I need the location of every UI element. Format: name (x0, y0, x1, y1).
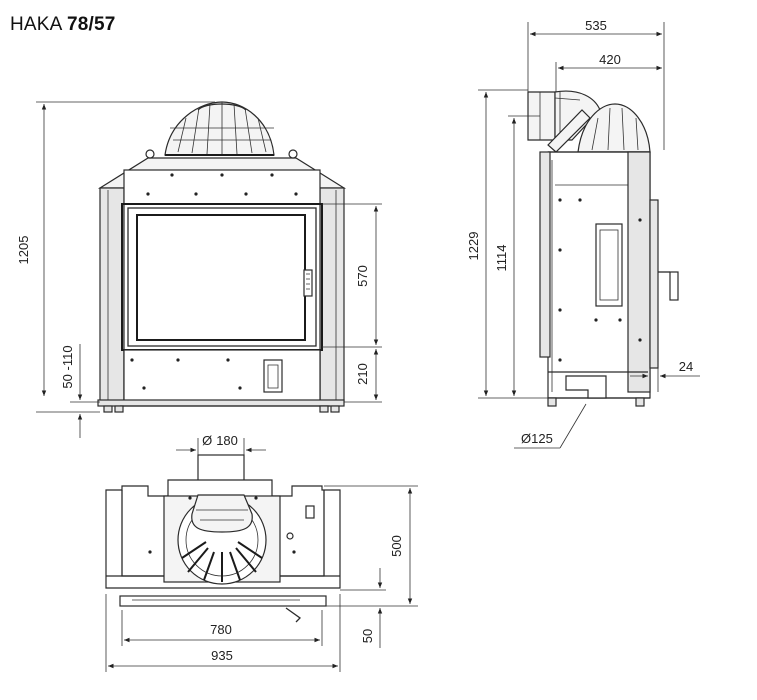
front-rivets (130, 173, 298, 390)
dim-total-width: 935 (211, 648, 233, 663)
dim-air-inlet-value: 125 (531, 431, 553, 446)
front-side-left (99, 187, 125, 403)
side-handle[interactable] (669, 271, 679, 301)
top-dimensions: Ø 180 500 50 780 935 (105, 433, 418, 672)
lift-lug-right (288, 149, 298, 159)
dim-flue-diameter: Ø 180 (202, 433, 238, 448)
dim-door-projection: 24 (679, 359, 693, 374)
top-view: Ø 180 500 50 780 935 (105, 433, 418, 672)
dim-leg-range: 50 -110 (60, 345, 75, 388)
front-dimensions: 1205 570 210 50 -110 (16, 101, 382, 438)
dim-front-height: 1205 (16, 236, 31, 265)
dim-side-height: 1229 (466, 232, 481, 261)
side-dimensions: 535 420 1229 1114 24 Ø125 (466, 18, 700, 449)
drawing-title: HAKA 78/57 (10, 14, 116, 36)
model-prefix: HAKA (10, 14, 62, 35)
dim-side-depth: 535 (585, 18, 607, 33)
dim-air-inlet: Ø125 (521, 431, 553, 446)
dim-lower-height: 210 (355, 363, 370, 385)
top-front-rail (119, 595, 327, 607)
side-view: 535 420 1229 1114 24 Ø125 (466, 18, 700, 449)
side-flue-elbow (527, 90, 601, 153)
top-flue-elbow (191, 494, 253, 533)
diameter-symbol: Ø (521, 431, 531, 446)
air-inlet (565, 375, 607, 399)
air-control[interactable] (263, 359, 283, 393)
dim-flue-offset: 420 (599, 52, 621, 67)
door-handle[interactable] (303, 269, 313, 297)
dim-body-height: 1114 (494, 245, 509, 272)
side-door (649, 199, 659, 369)
front-side-right (319, 187, 345, 403)
dim-top-depth: 500 (389, 535, 404, 557)
dim-front-offset: 50 (360, 629, 375, 643)
model-size: 78/57 (66, 14, 116, 35)
front-flue-collar (164, 101, 275, 156)
dim-inner-width: 780 (210, 622, 232, 637)
lift-lug-left (145, 149, 155, 159)
front-view: 1205 570 210 50 -110 (16, 101, 382, 438)
side-rivets (558, 198, 642, 362)
ash-compartment (123, 349, 321, 403)
dim-flue-diameter-value: 180 (216, 433, 238, 448)
dim-glass-height: 570 (355, 265, 370, 287)
diameter-symbol-top: Ø (202, 433, 212, 448)
top-dome-ribs (181, 541, 263, 582)
